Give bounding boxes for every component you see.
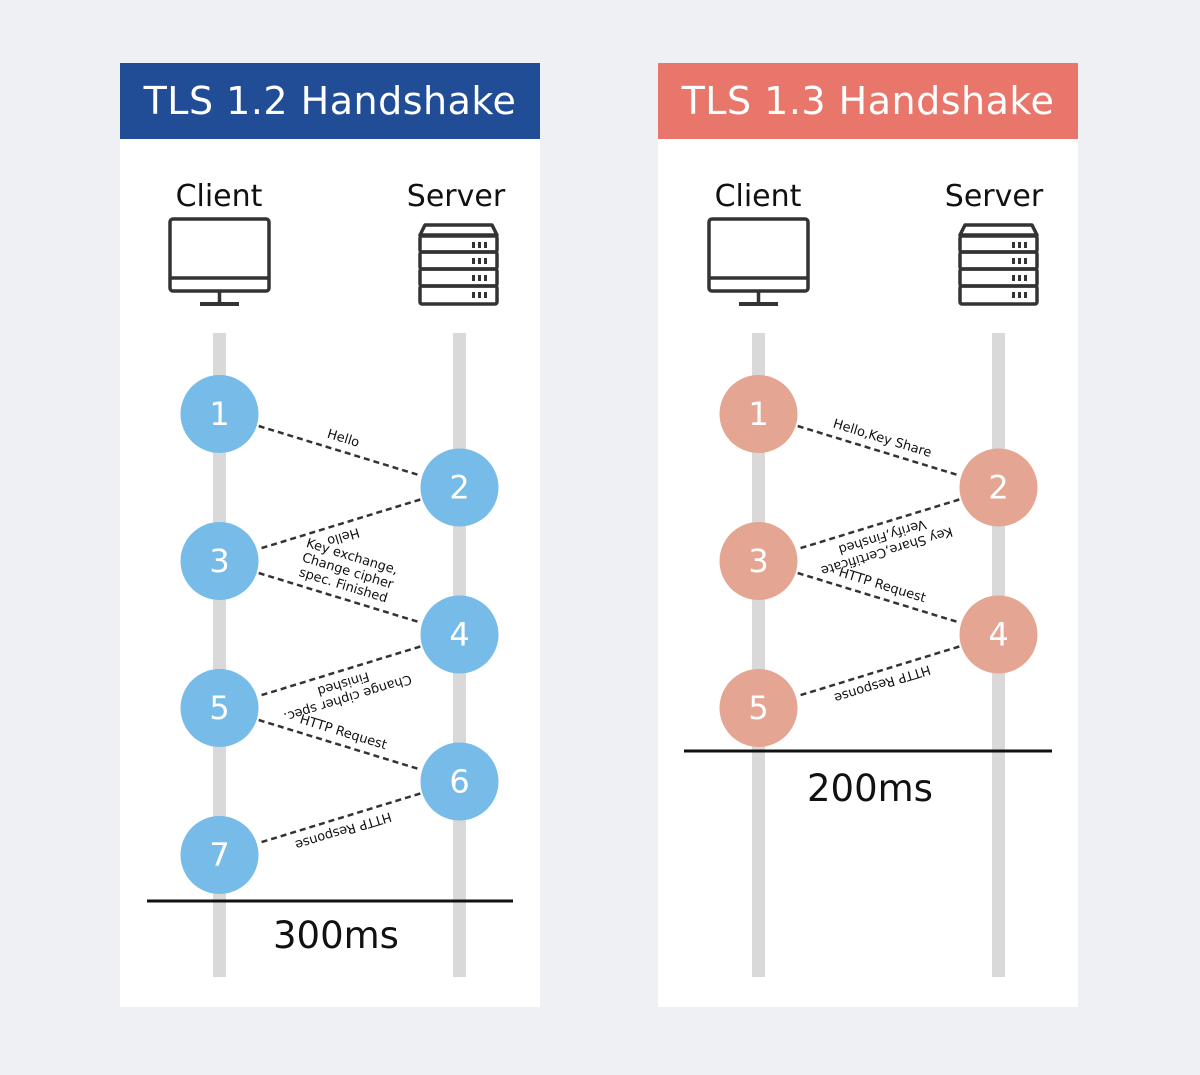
message-label: HTTP Response — [293, 808, 393, 852]
message-arrow: Hello — [258, 498, 421, 551]
step-marker: 4 — [420, 595, 499, 674]
client-lifeline — [752, 333, 765, 977]
step-number: 1 — [209, 395, 229, 433]
tls13-title: TLS 1.3 Handshake — [658, 63, 1078, 139]
step-marker: 6 — [420, 742, 499, 821]
total-time-label: 200ms — [807, 767, 933, 810]
message-arrow: HTTP Response — [797, 645, 960, 705]
step-marker: 1 — [180, 375, 259, 453]
message-label: HTTP Request — [837, 565, 928, 606]
message-label: Hello,Key Share — [831, 417, 933, 461]
step-number: 3 — [209, 542, 229, 580]
step-number: 4 — [449, 616, 469, 654]
step-number: 4 — [988, 616, 1008, 654]
server-label: Server — [945, 179, 1044, 214]
total-time-label: 300ms — [273, 914, 399, 957]
client-lifeline — [213, 333, 226, 977]
message-arrow: Key exchange,Change cipherspec. Finished — [258, 536, 421, 624]
step-marker: 5 — [719, 669, 798, 747]
step-number: 1 — [748, 395, 768, 433]
step-marker: 2 — [420, 448, 499, 527]
monitor-icon — [707, 217, 810, 306]
tls12-title: TLS 1.2 Handshake — [120, 63, 540, 139]
message-arrow: HTTP Response — [258, 792, 421, 852]
step-number: 3 — [748, 542, 768, 580]
step-number: 7 — [209, 836, 229, 874]
message-arrow: Key Share,CertificateVerify,Finshed — [797, 498, 960, 578]
monitor-icon — [168, 217, 271, 306]
message-label: HTTP Request — [298, 712, 389, 753]
message-arrow: HTTP Request — [258, 712, 421, 771]
client-label: Client — [176, 179, 263, 214]
step-number: 5 — [209, 689, 229, 727]
message-arrow: HTTP Request — [797, 565, 960, 624]
step-number: 5 — [748, 689, 768, 727]
message-arrow: Hello — [258, 424, 421, 477]
message-label: Key Share,CertificateVerify,Finshed — [815, 509, 955, 578]
server-rack-icon — [958, 223, 1039, 306]
step-marker: 1 — [719, 375, 798, 453]
client-label: Client — [715, 179, 802, 214]
step-marker: 2 — [959, 448, 1038, 527]
step-number: 2 — [449, 469, 469, 507]
server-rack-icon — [418, 223, 499, 306]
step-number: 2 — [988, 469, 1008, 507]
tls13-panel: TLS 1.3 Handshake Client Server Hello,K — [658, 63, 1078, 1007]
step-marker: 3 — [719, 522, 798, 600]
message-label: Change cipher spec.Finished — [277, 657, 413, 725]
message-arrow: Change cipher spec.Finished — [258, 645, 421, 725]
step-marker: 7 — [180, 816, 259, 894]
step-marker: 5 — [180, 669, 259, 747]
message-label: Key exchange,Change cipherspec. Finished — [296, 536, 400, 607]
server-label: Server — [407, 179, 506, 214]
tls12-panel: TLS 1.2 Handshake Client Serv — [120, 63, 540, 1007]
step-marker: 3 — [180, 522, 259, 600]
step-number: 6 — [449, 763, 469, 801]
message-label: HTTP Response — [832, 661, 932, 705]
message-arrow: Hello,Key Share — [797, 417, 960, 477]
step-marker: 4 — [959, 595, 1038, 674]
